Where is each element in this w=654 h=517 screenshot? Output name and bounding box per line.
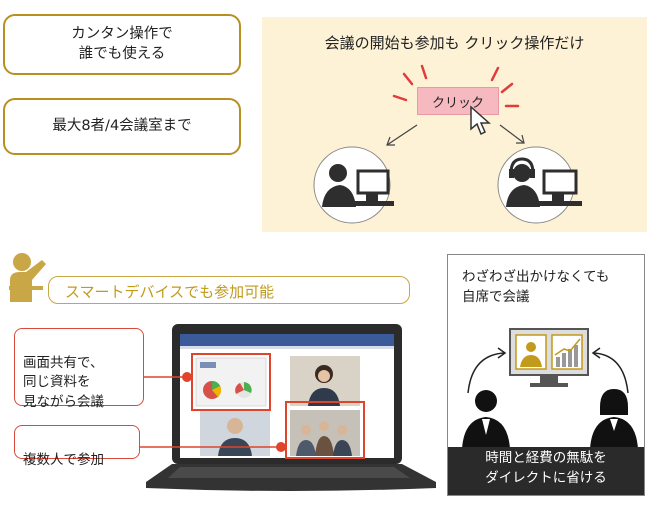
savings-box: わざわざ出かけなくても 自席で会議 時間と経費の無	[447, 254, 645, 496]
feature-capacity-text: 最大8者/4会議室まで	[52, 117, 192, 134]
savings-bottom-text: 時間と経費の無駄を ダイレクトに省ける	[448, 447, 644, 495]
multi-person-callout: 複数人で参加	[14, 425, 140, 468]
feature-capacity: 最大8者/4会議室まで	[3, 98, 241, 155]
click-panel-title: 会議の開始も参加も クリック操作だけ	[324, 34, 585, 52]
feature-easy-operation: カンタン操作で 誰でも使える	[3, 14, 241, 75]
savings-top-text: わざわざ出かけなくても 自席で会議	[462, 269, 610, 306]
multi-person-text: 複数人で参加	[23, 451, 104, 468]
monitor-icon	[509, 328, 589, 387]
screen-share-callout: 画面共有で、 同じ資料を 見ながら会議	[14, 328, 144, 410]
direction-arrows	[386, 124, 525, 146]
screen-share-text: 画面共有で、 同じ資料を 見ながら会議	[23, 354, 104, 410]
laptop-illustration	[146, 324, 436, 491]
presenter-icon	[9, 253, 46, 302]
headset-user-icon	[497, 146, 582, 224]
click-burst-icon	[392, 64, 520, 108]
feature-easy-operation-text: カンタン操作で 誰でも使える	[71, 25, 173, 62]
businesswoman-icon	[590, 389, 638, 449]
smart-device-label: スマートデバイスでも参加可能	[65, 283, 275, 301]
mouse-cursor-icon	[470, 105, 491, 136]
click-operation-panel: 会議の開始も参加も クリック操作だけ クリック	[262, 17, 647, 232]
pc-user-icon	[313, 146, 394, 224]
businessman-icon	[462, 390, 510, 449]
curved-arrows	[467, 347, 629, 394]
smart-device-banner: スマートデバイスでも参加可能	[48, 276, 410, 304]
